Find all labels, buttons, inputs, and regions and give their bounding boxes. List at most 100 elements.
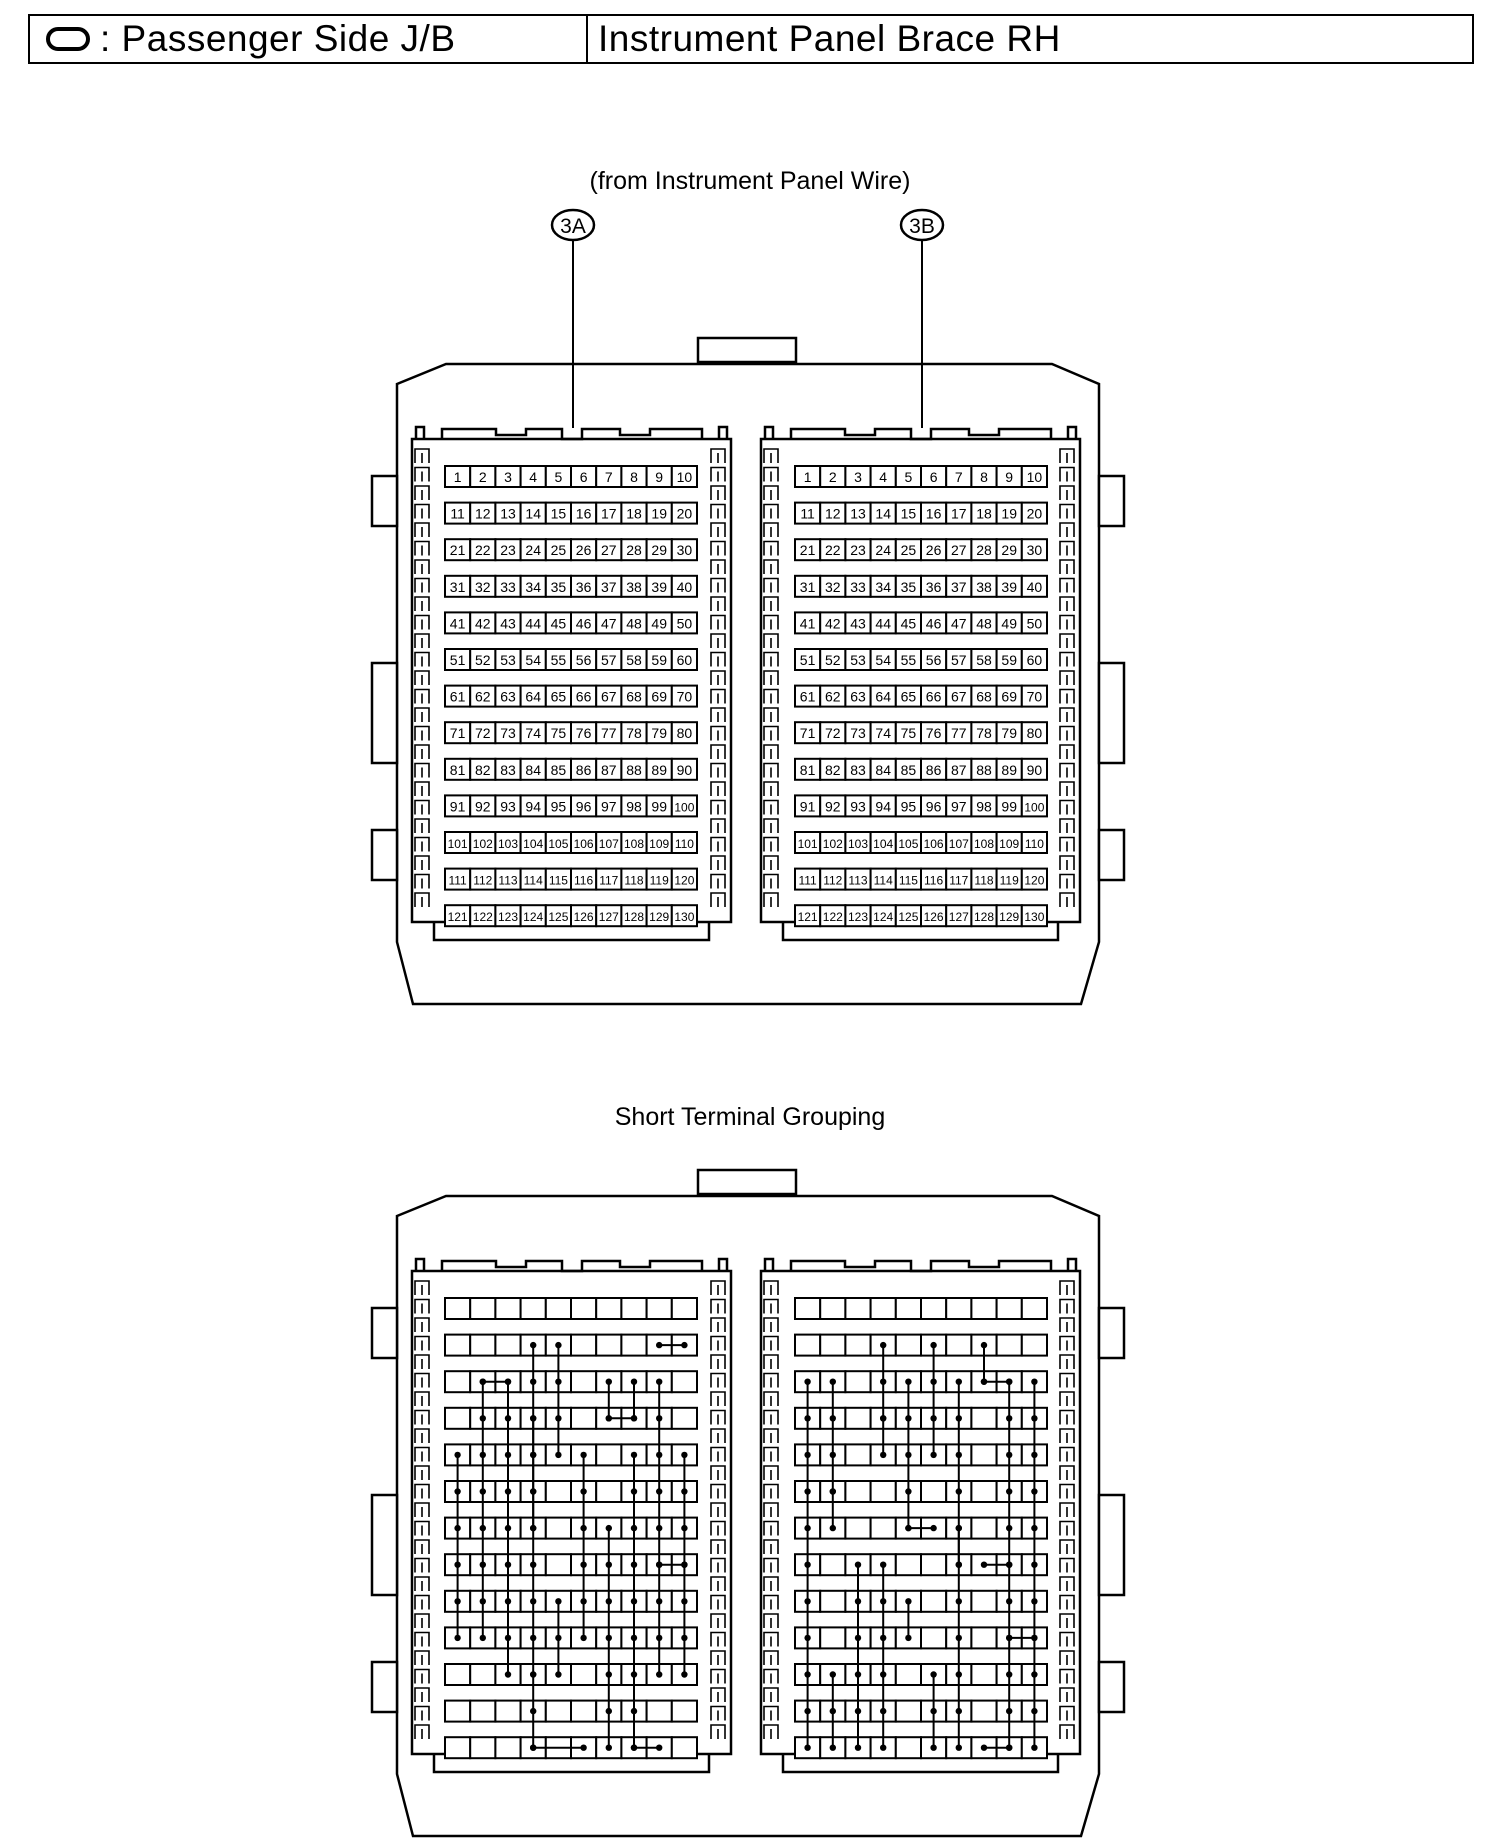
terminal-number: 25 — [551, 542, 567, 558]
terminal-number: 27 — [601, 542, 617, 558]
latch-comb-tooth — [763, 1446, 779, 1462]
terminal-number: 89 — [651, 762, 667, 778]
short-terminal-dot — [829, 1378, 836, 1385]
short-terminal-dot — [829, 1524, 836, 1532]
latch-comb-tooth — [763, 1354, 779, 1369]
latch-comb-tooth — [710, 1372, 726, 1388]
short-terminal-dot — [530, 1598, 537, 1605]
terminal-number: 44 — [525, 615, 541, 631]
short-terminal-dot — [905, 1488, 912, 1495]
terminal-number: 19 — [1001, 506, 1017, 522]
terminal-cell — [819, 1333, 847, 1357]
short-terminal-dot — [955, 1524, 962, 1532]
terminal-number: 62 — [475, 689, 491, 705]
terminal-cell — [469, 1663, 497, 1686]
terminal-number: 95 — [551, 798, 567, 814]
latch-comb-tooth — [414, 725, 430, 741]
terminal-cell — [670, 1406, 698, 1430]
short-terminal-dot — [580, 1598, 587, 1605]
terminal-number: 123 — [498, 910, 518, 924]
short-terminal-dot — [479, 1451, 486, 1459]
short-terminal-dot — [980, 1744, 988, 1751]
terminal-cell — [670, 648, 698, 671]
latch-comb-tooth — [710, 1631, 726, 1647]
terminal-number: 49 — [651, 615, 667, 631]
latch-comb-tooth — [763, 1391, 779, 1406]
cavity-corner-post — [763, 425, 775, 439]
terminal-number: 26 — [926, 542, 942, 558]
terminal-cell — [794, 1297, 822, 1320]
terminal-number: 26 — [576, 542, 592, 558]
terminal-cell — [1020, 904, 1048, 928]
short-terminal-dot — [580, 1451, 587, 1459]
latch-comb-tooth — [1059, 1354, 1075, 1369]
terminal-number: 30 — [677, 542, 693, 558]
short-terminal-dot — [555, 1671, 562, 1678]
short-terminal-dot — [656, 1561, 663, 1568]
terminal-number: 109 — [649, 837, 669, 851]
latch-comb-tooth — [1059, 836, 1075, 852]
short-terminal-dot — [1031, 1488, 1038, 1495]
latch-comb-tooth — [710, 614, 726, 630]
terminal-number: 42 — [825, 615, 841, 631]
terminal-cell — [970, 1480, 998, 1503]
terminal-number: 67 — [601, 689, 617, 705]
terminal-number: 99 — [1001, 798, 1017, 814]
latch-comb-tooth — [1059, 1687, 1075, 1702]
terminal-number: 33 — [500, 579, 516, 595]
terminal-number: 77 — [601, 725, 617, 741]
short-terminal-dot — [504, 1634, 512, 1642]
latch-comb-tooth — [414, 1613, 430, 1628]
latch-comb-tooth — [1059, 522, 1075, 537]
latch-comb-tooth — [414, 1335, 430, 1351]
short-terminal-dot — [656, 1451, 663, 1459]
terminal-number: 43 — [500, 615, 516, 631]
latch-comb-tooth — [414, 818, 430, 833]
latch-comb-tooth — [414, 503, 430, 519]
latch-comb-tooth — [1059, 873, 1075, 889]
terminal-cell — [945, 1297, 973, 1320]
latch-comb-tooth — [763, 707, 779, 722]
short-terminal-dot — [681, 1341, 688, 1349]
terminal-cell — [469, 1699, 497, 1723]
terminal-number: 39 — [651, 579, 667, 595]
short-terminal-dot — [1031, 1744, 1038, 1751]
terminal-cell — [1020, 1297, 1048, 1320]
terminal-number: 80 — [1027, 725, 1043, 741]
short-terminal-dot — [530, 1707, 537, 1715]
cavity-corner-post — [1066, 1257, 1078, 1271]
latch-comb-tooth — [414, 744, 430, 759]
short-terminal-dot — [930, 1451, 937, 1459]
housing-side-tab-left — [370, 474, 399, 528]
terminal-cell — [645, 1297, 673, 1320]
latch-comb-tooth — [414, 1372, 430, 1388]
short-terminal-dot — [479, 1488, 486, 1495]
latch-comb-tooth — [1059, 670, 1075, 685]
terminal-number: 78 — [626, 725, 642, 741]
terminal-number: 99 — [651, 798, 667, 814]
housing-side-tab-left — [370, 828, 399, 882]
terminal-number: 24 — [875, 542, 891, 558]
housing-top-tab — [696, 1168, 798, 1196]
latch-comb-tooth — [763, 466, 779, 482]
terminal-number: 101 — [798, 837, 818, 851]
short-terminal-dot — [854, 1634, 862, 1642]
terminal-cell — [869, 1297, 897, 1320]
terminal-number: 83 — [850, 762, 866, 778]
terminal-number: 16 — [926, 506, 942, 522]
short-terminal-dot — [1031, 1451, 1038, 1459]
terminal-number: 20 — [1027, 506, 1043, 522]
terminal-cell — [869, 1480, 897, 1503]
housing-side-tab-left — [370, 1306, 399, 1360]
cavity-top-rail — [440, 427, 704, 441]
latch-comb-tooth — [763, 1613, 779, 1628]
terminal-cell — [970, 1663, 998, 1686]
cavity-outline — [759, 1269, 1082, 1756]
latch-comb-tooth — [1059, 688, 1075, 704]
latch-comb-tooth — [414, 799, 430, 815]
short-terminal-dot — [804, 1561, 811, 1568]
terminal-number: 34 — [875, 579, 891, 595]
terminal-number: 68 — [976, 689, 992, 705]
latch-comb-tooth — [710, 1298, 726, 1314]
short-terminal-dot — [630, 1415, 638, 1422]
